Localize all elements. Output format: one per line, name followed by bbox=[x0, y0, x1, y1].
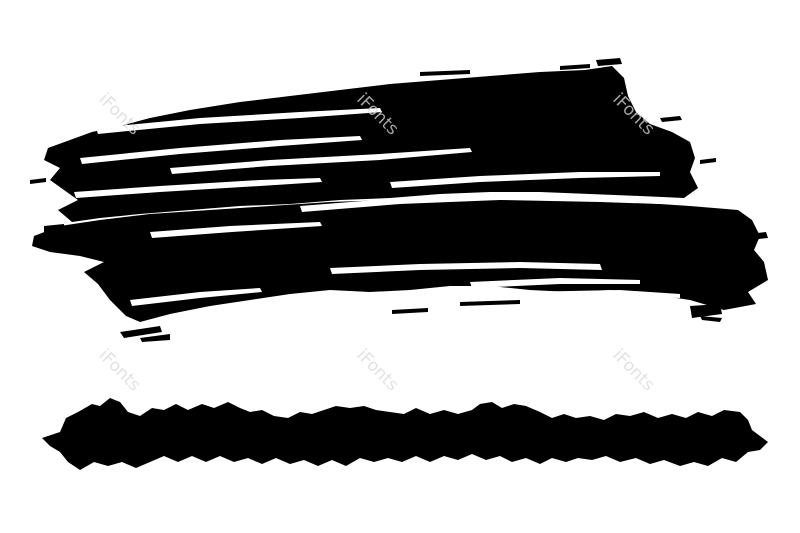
gap-streak bbox=[130, 288, 262, 306]
gap-streak bbox=[80, 136, 362, 164]
gap-streak bbox=[520, 290, 680, 298]
upper-brush-body bbox=[44, 66, 698, 222]
lower-rough-stroke bbox=[42, 398, 768, 470]
gap-streak bbox=[150, 222, 322, 238]
gap-streak bbox=[96, 108, 382, 134]
gap-streak bbox=[470, 278, 640, 288]
gap-streak bbox=[170, 148, 472, 174]
gap-streak bbox=[390, 172, 660, 188]
brush-flecks bbox=[30, 58, 768, 342]
gap-streak bbox=[300, 194, 660, 212]
gap-streak bbox=[74, 178, 322, 198]
dry-brush-gaps bbox=[74, 108, 680, 306]
gap-streak bbox=[330, 262, 602, 274]
